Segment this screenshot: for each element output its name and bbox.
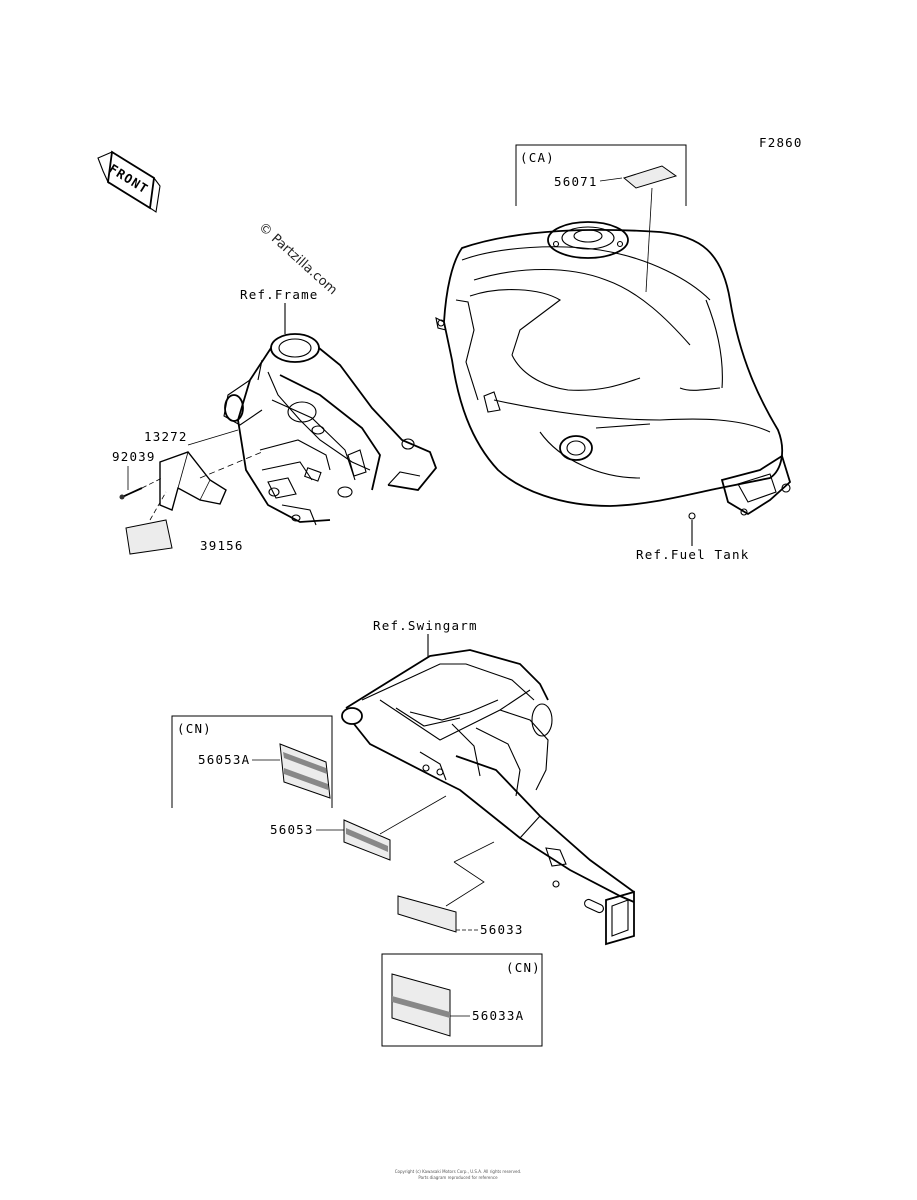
bracket-mount-dash: [199, 451, 263, 479]
decal-56033: [397, 895, 457, 933]
decal-56053A: [279, 743, 331, 799]
decal-56053: [343, 819, 391, 861]
fuel-tank-drawing: [435, 221, 792, 520]
bracket-13272: [159, 451, 227, 511]
ref-swingarm-label: Ref.Swingarm: [373, 618, 478, 633]
part-13272-leader: [187, 429, 239, 446]
variant-box-ca: [515, 144, 687, 206]
ref-fuel-tank-label: Ref.Fuel Tank: [636, 547, 749, 562]
swingarm-drawing: [341, 649, 635, 946]
decal-56033A: [391, 973, 451, 1037]
decal-56053-leader: [379, 795, 447, 835]
variant-cn-lower-label: (CN): [506, 960, 541, 975]
front-arrow-icon: FRONT: [97, 150, 161, 213]
part-39156-label: 39156: [200, 538, 244, 553]
variant-cn-upper-label: (CN): [177, 721, 212, 736]
front-label: FRONT: [106, 161, 151, 197]
footer-line-1: Copyright (c) Kawasaki Motors Corp., U.S…: [395, 1169, 522, 1174]
plate-39156: [125, 519, 173, 555]
figure-code: F2860: [759, 135, 803, 150]
decal-56033-leader-upper: [445, 841, 495, 907]
part-56053-label: 56053: [270, 822, 314, 837]
part-56071-leader: [599, 177, 623, 182]
part-56053A-label: 56053A: [198, 752, 250, 767]
part-56033-label: 56033: [480, 922, 524, 937]
plate-dash: [149, 491, 167, 521]
frame-drawing: [223, 333, 438, 526]
ref-frame-label: Ref.Frame: [240, 287, 319, 302]
footer-line-2: Parts diagram reproduced for reference: [418, 1175, 498, 1180]
part-13272-label: 13272: [144, 429, 188, 444]
decal-56071-leader: [645, 187, 653, 293]
screw-dash: [141, 477, 163, 489]
screw-92039: [119, 487, 143, 500]
variant-box-cn-lower: [381, 953, 543, 1047]
part-56071-label: 56071: [554, 174, 598, 189]
part-92039-label: 92039: [112, 449, 156, 464]
part-56033A-label: 56033A: [472, 1008, 524, 1023]
decal-56071: [622, 165, 678, 189]
variant-box-cn-upper: [171, 715, 333, 808]
variant-ca-label: (CA): [520, 150, 555, 165]
